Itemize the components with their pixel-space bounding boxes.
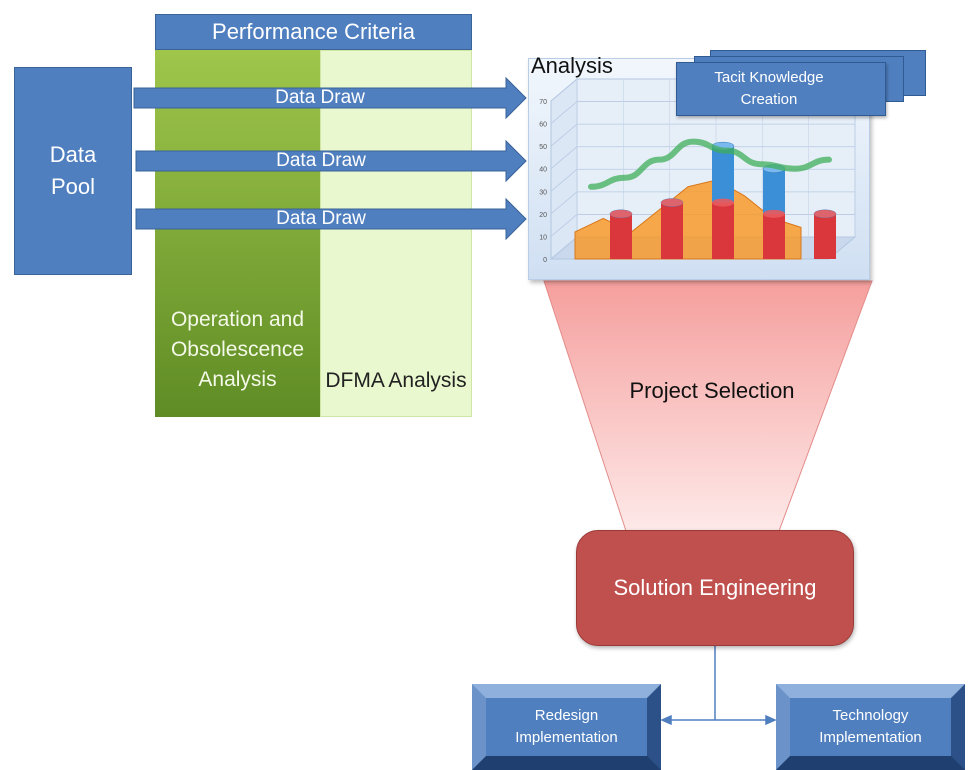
chart-gridline-side: [550, 146, 578, 170]
dfma-analysis-text: DFMA Analysis: [325, 368, 467, 392]
chart-gridline-side: [550, 236, 578, 260]
data-draw-arrow-1: [133, 76, 527, 120]
data-draw-arrow-3: [135, 197, 527, 241]
chart-tick-label: 40: [539, 167, 547, 174]
chart-bar-lower: [814, 213, 836, 259]
data-pool-box: Data Pool: [14, 67, 132, 275]
redesign-implementation-box: Redesign Implementation: [472, 684, 661, 770]
chart-bar-divider: [610, 209, 632, 218]
data-draw-label-3: Data Draw: [136, 208, 506, 229]
data-draw-text-2: Data Draw: [276, 150, 366, 171]
data-draw-label-2: Data Draw: [136, 150, 506, 171]
chart-gridline-side: [550, 214, 578, 237]
implementation-connector: [660, 646, 777, 726]
operation-analysis-text: Operation and Obsolescence Analysis: [170, 308, 305, 391]
chart-tick-label: 10: [539, 234, 547, 241]
chart-gridline-side: [550, 168, 578, 192]
data-draw-text-1: Data Draw: [275, 87, 365, 108]
chart-bar-divider: [763, 209, 785, 218]
chart-gridline-side: [550, 123, 578, 147]
analysis-chart: 0 10 20 30 40 50 60 70: [539, 77, 857, 264]
chart-bar-lower: [712, 202, 734, 259]
operation-analysis-label: Operation and Obsolescence Analysis: [155, 285, 320, 415]
chart-bar-lower: [661, 202, 683, 259]
solution-engineering-box: Solution Engineering: [576, 530, 854, 646]
chart-tick-label: 60: [539, 122, 547, 129]
chart-gridline-side: [550, 78, 578, 102]
project-selection-label: Project Selection: [629, 378, 795, 403]
data-draw-text-3: Data Draw: [276, 208, 366, 229]
technology-implementation-label: Technology Implementation: [819, 707, 922, 746]
technology-implementation-box: Technology Implementation: [776, 684, 965, 770]
chart-side-wall: [550, 77, 578, 261]
chart-tick-label: 30: [539, 189, 547, 196]
analysis-label: Analysis: [531, 53, 613, 78]
redesign-implementation-label: Redesign Implementation: [515, 707, 618, 746]
chart-bar-upper: [712, 146, 734, 203]
chart-tick-label: 20: [539, 212, 547, 219]
chart-bar-lower: [763, 213, 785, 259]
chart-line-series: [588, 138, 832, 190]
tacit-knowledge-text: Tacit Knowledge Creation: [714, 69, 824, 108]
chart-bar-lower: [610, 213, 632, 259]
dfma-analysis-label: DFMA Analysis: [320, 348, 472, 412]
dfma-analysis-column: [320, 50, 472, 417]
chart-bar-divider: [661, 198, 683, 207]
data-pool-label: Data Pool: [49, 142, 97, 199]
chart-gridline-side: [550, 191, 578, 215]
operation-analysis-column: [155, 50, 320, 417]
chart-bar-divider: [814, 209, 836, 218]
performance-criteria-label: Performance Criteria: [212, 19, 415, 44]
chart-bar-upper: [763, 168, 785, 214]
chart-tick-label: 70: [539, 99, 547, 106]
solution-engineering-label: Solution Engineering: [613, 575, 817, 600]
data-draw-arrow-2: [135, 139, 527, 183]
performance-criteria-header: Performance Criteria: [155, 14, 472, 50]
chart-bar-divider: [712, 198, 734, 207]
chart-gridline-side: [550, 101, 578, 124]
data-draw-label-1: Data Draw: [134, 87, 506, 108]
chart-tick-label: 0: [543, 257, 547, 264]
tacit-knowledge-box: [676, 62, 886, 116]
project-selection-funnel: [543, 280, 873, 532]
chart-tick-label: 50: [539, 144, 547, 151]
tacit-knowledge-label: Tacit Knowledge Creation: [676, 62, 862, 116]
